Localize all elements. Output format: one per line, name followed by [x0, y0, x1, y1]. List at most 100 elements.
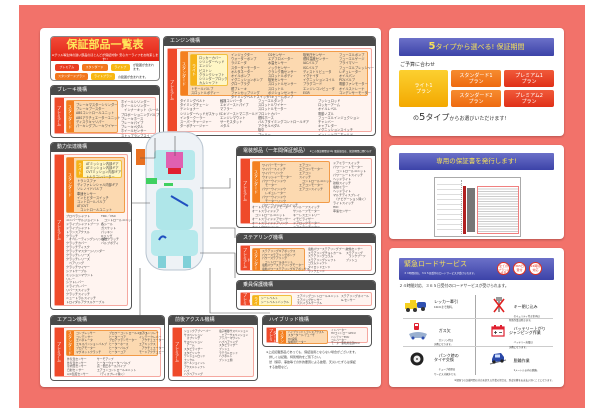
service-stuck: 脱輪作業 1メートル以内の脱輪。	[509, 354, 539, 377]
aircon-header: エアコン機構	[51, 316, 164, 325]
engine-standard-items-2: O2センサー エアフロメーター 水温センサー ノックセンサー クランク角センサー…	[268, 53, 297, 100]
plans-footer-type: タイプ	[425, 113, 450, 122]
certificate-stub	[437, 180, 462, 234]
service-column-divider	[475, 295, 476, 375]
plans-panel: 5タイプから選べる! 保証期間 ご予算に合わせ ライト1 プラン スタンダード1…	[389, 28, 564, 136]
legend-row-1: プレミアムプラン スタンダードプラン ライトプラン が範囲が含まれます。	[55, 63, 155, 76]
light-label: ライト	[191, 55, 197, 85]
suspension-premium-area: プレミアム ショックアブソーバー サスペンション スプリング サスペンション ア…	[172, 327, 254, 377]
legend-chip-standard: スタンダードプラン	[55, 73, 89, 80]
roadservice-description: ２４時間対応、３６５日受付のロードサービスが受けられます。	[399, 283, 509, 288]
legend-row-2: スタンダードプラン ライトプラン の範囲が含まれます。	[55, 73, 155, 80]
standard-label: スタンダード	[67, 331, 74, 355]
fuel-icon	[409, 323, 427, 340]
electrical-header-text: 電装部品（一年間保証部品）	[243, 148, 309, 154]
suspension-premium-items-2: 電子制御サスペンション エアーサスペンション アッパーマウント ハブベアリング …	[219, 329, 249, 362]
engine-standard-area: スタンダード ライト ロッカーカバー シリンダーヘッド エンジン ピストン クラ…	[180, 51, 374, 100]
budget-label: ご予算に合わせ	[400, 62, 436, 68]
premium-label: プレミアム	[236, 293, 250, 305]
certificate-body	[477, 186, 519, 234]
electrical-premium-items-1: オートスライドドアモーター オートスライドドア コントロールユニット オートスラ…	[252, 205, 292, 228]
engine-standard-items-4: フューエルポンプ フューエルゲージ プライマリー フューエルプレッシャー レギュ…	[339, 53, 375, 95]
standard-label: スタンダード	[67, 101, 74, 132]
plans-header-number: 5	[428, 41, 436, 52]
service-key: キー閉じ込み セキュリティ付き車両は 特殊作業は除きます。	[509, 300, 540, 328]
plan-standard2: スタンダード2 プラン	[451, 90, 501, 107]
plan-standard1: スタンダード1 プラン	[451, 70, 501, 87]
brake-standard-area: スタンダード ブレーキマスターシリンダー ブレーキブースター ABSコントロール…	[66, 100, 120, 133]
parts-footnote: ※上記記載部品であっても、保証適用とならない場合がございます。 詳しくは記載、特…	[266, 350, 358, 369]
engine-standard-extra: トモールバルブ スロットルボディー	[191, 87, 220, 96]
brake-premium-area: プレミアム スタンダード ブレーキマスターシリンダー ブレーキブースター ABS…	[54, 97, 159, 137]
electrical-premium-items-2: サンルーフスイッチ サンルーフモーター キーレスエントリー イモビライザー ドア…	[293, 205, 321, 228]
service-tire-title: パンク時の タイヤ交換	[434, 352, 459, 363]
aircon-premium-items-2: サーモアンプ ヒーターウォーターバルブ 高・低圧ホース/パイプ エアコンコントロ…	[97, 357, 137, 376]
safety-light-items: シートベルト シートベルトバックル	[261, 296, 289, 304]
steering-header: ステアリング機構	[237, 234, 375, 243]
legend-chip-light: ライトプラン	[110, 63, 130, 76]
safety-header: 乗員保護機構	[237, 281, 375, 290]
standard-label: スタンダード	[67, 158, 74, 212]
electrical-section: 電装部品（一年間保証部品） ※この保証期間は1年 電装部品は、保証期間に関わらず…	[236, 146, 376, 228]
drivetrain-light-area: ライト ATミッション内部ギア ATミッション内部ギア CVTミッション内部ギア…	[76, 160, 122, 179]
service-tire-desc: チューブ修理は サービス対象外です。	[434, 368, 458, 376]
parts-title-box: 保証部品一覧表 ※グリル等生体の過い部品のほとんどが保証対象! 安心カーライフを…	[50, 36, 160, 81]
electrical-standard-area: スタンダード ワイパーモーター ワイパースイッチ ワイパーリンク ウォッシャーモ…	[252, 161, 333, 207]
drivetrain-light-items: ATミッション内部ギア ATミッション内部ギア CVTミッション内部ギア トルク…	[86, 162, 122, 179]
electrical-premium-area: プレミアム スタンダード ワイパーモーター ワイパースイッチ ワイパーリンク ウ…	[240, 158, 372, 227]
suspension-header: 前後アクスル機構	[169, 316, 257, 325]
safety-section: 乗員保護機構 プレミアム ライト シートベルト シートベルトバックル エアバッグ…	[236, 280, 376, 310]
car-diagram-image	[136, 131, 204, 271]
roadservice-header-title: 緊急ロードサービス	[404, 260, 467, 268]
service-tow-title: レッカー牽引	[434, 299, 458, 304]
roadservice-footnote: ※保険での記載時間の対応を超える作業の場合は、別途実費をお支払い頂くことになりま…	[454, 379, 554, 382]
service-key-title: キー閉じ込み	[513, 303, 538, 309]
hybrid-header: ハイブリッド機構	[263, 316, 371, 325]
engine-standard-items-1: インジェクター ウォーターポンプ ラジエータ スターターモーター オルタネーター…	[231, 53, 270, 100]
electrical-standard-items-2: エアコン エアコンモーター エアコン スイッチ コントロールユニット エアコンモ…	[299, 163, 333, 191]
legend-text-1: が範囲が含まれます。	[132, 63, 154, 71]
battery-icon	[491, 325, 505, 337]
electrical-header: 電装部品（一年間保証部品） ※この保証期間は1年 電装部品は、保証期間に関わらず	[237, 147, 375, 156]
certificate-image	[434, 177, 521, 237]
service-tire: パンク時の タイヤ交換 チューブ修理は サービス対象外です。	[434, 349, 459, 381]
certificate-divider	[463, 186, 466, 234]
tow-truck-icon	[405, 300, 426, 312]
legend-chip-premium: プレミアムプラン	[55, 63, 79, 76]
badge-365days: 365日 受付	[513, 262, 526, 275]
roadservice-header-sub: ２４時間対応、３６５日受付のロードサービスが受けられます。	[404, 272, 477, 275]
service-key-desc: セキュリティ付き車両は 特殊作業は除きます。	[509, 314, 540, 323]
engine-premium-items-4: プッシュロッド ロッカーアーム オイルレベル 電動ノズル フューエルインジェクシ…	[318, 99, 360, 136]
aircon-premium-items-1: 外気温センサー 外気温センサー 室内温センサー 日射センサー A/C温度センサー	[67, 357, 89, 376]
plans-footer: の5タイプからお選びいただけます!	[413, 112, 506, 123]
engine-section: エンジン機構 プレミアム スタンダード ライト ロッカーカバー シリンダーヘッド…	[163, 36, 376, 136]
safety-premium-items-1: エアバッグコントロールユニット エアバッグセンサー スパイラルケーブル	[297, 294, 339, 306]
engine-premium-items-2: 触媒コンバータ エキゾーストパイプ マフラー エキゾーストマニホールド エンジン…	[220, 99, 259, 129]
service-stuck-title: 脱輪作業	[513, 357, 530, 363]
standard-label: スタンダード	[181, 52, 188, 95]
roadservice-panel: 緊急ロードサービス ２４時間対応、３６５日受付のロードサービスが受けられます。 …	[389, 248, 564, 387]
legend-chip-standard: スタンダードプラン	[81, 63, 108, 76]
premium-label: プレミアム	[241, 246, 250, 270]
certificate-sidebar	[467, 188, 475, 232]
plans-header: 5タイプから選べる! 保証期間	[399, 38, 554, 56]
electrical-standard-items-1: ワイパーモーター ワイパースイッチ ワイパーリンク ウォッシャーモーター パワー…	[262, 163, 299, 207]
engine-standard-items-3: 吸気圧センサー 燃料温度センサー IACバルブ ISCバルブ ディストリビュータ…	[303, 53, 335, 95]
engine-premium-items-1: タイミングベルト タイミングチェーン テンショナー シリンダーヘッドガスケット …	[180, 99, 222, 129]
plan-light1: ライト1 プラン	[399, 70, 448, 107]
steering-standard-area: スタンダード ステアリングギアボックス パワーステアリングポンプ パワーステアリ…	[247, 248, 309, 271]
suspension-premium-items-1: ショックアブソーバー サスペンション スプリング サスペンション アーム スタビ…	[184, 329, 211, 377]
plans-footer-suffix: からお選びいただけます!	[449, 116, 507, 122]
drivetrain-section: 動力伝達機構 プレミアム スタンダード ライト ATミッション内部ギア ATミッ…	[50, 142, 132, 310]
safety-premium-area: プレミアム ライト シートベルト シートベルトバックル エアバッグコントロールユ…	[236, 292, 372, 306]
legend-chip-light: ライトプラン	[91, 73, 116, 80]
drivetrain-standard-area: スタンダード ライト ATミッション内部ギア ATミッション内部ギア CVTミッ…	[66, 157, 125, 213]
steering-section: ステアリング機構 プレミアム スタンダード ステアリングギアボックス パワーステ…	[236, 233, 376, 275]
hybrid-section: ハイブリッド機構 プレミアム スタンダード ハイブリッドトランスアクスル スター…	[262, 315, 372, 347]
premium-label: プレミアム	[263, 328, 276, 342]
service-battery: バッテリー上がり ジャンピング作業 バッテリー充電は 実費になります。	[509, 322, 546, 354]
suspension-section: 前後アクスル機構 プレミアム ショックアブソーバー サスペンション スプリング …	[168, 315, 258, 381]
service-fuel-desc: ガソリン代は 実費になります。	[434, 338, 453, 347]
aircon-premium-area: プレミアム スタンダード コンプレッサー コンデンサー エバポレータ エキスパン…	[54, 327, 164, 377]
parts-list-panel: 保証部品一覧表 ※グリル等生体の過い部品のほとんどが保証対象! 安心カーライフを…	[40, 28, 381, 387]
